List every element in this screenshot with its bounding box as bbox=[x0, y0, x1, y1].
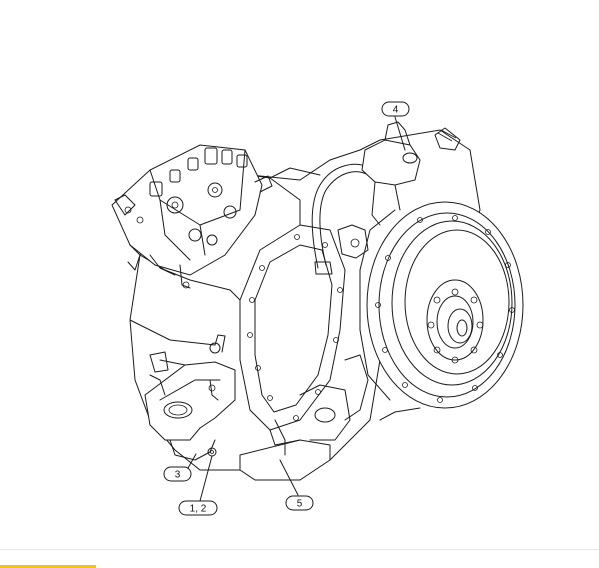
leader-lines bbox=[187, 116, 406, 502]
control-valve-block bbox=[111, 144, 273, 289]
callout-3[interactable]: 3 bbox=[163, 466, 192, 482]
converter-housing bbox=[359, 201, 524, 421]
callout-1-2[interactable]: 1, 2 bbox=[178, 500, 218, 516]
mounting-bracket bbox=[144, 334, 236, 461]
callout-5-label: 5 bbox=[297, 499, 303, 510]
callout-5[interactable]: 5 bbox=[285, 495, 314, 511]
callout-4[interactable]: 4 bbox=[381, 101, 410, 117]
breather-bracket bbox=[361, 121, 461, 226]
callout-3-label: 3 bbox=[175, 470, 181, 481]
bottom-divider bbox=[0, 549, 599, 550]
callout-1-2-label: 1, 2 bbox=[190, 504, 207, 515]
callout-4-label: 4 bbox=[393, 105, 399, 116]
accent-bar bbox=[0, 565, 96, 568]
oil-pipe bbox=[311, 163, 371, 275]
